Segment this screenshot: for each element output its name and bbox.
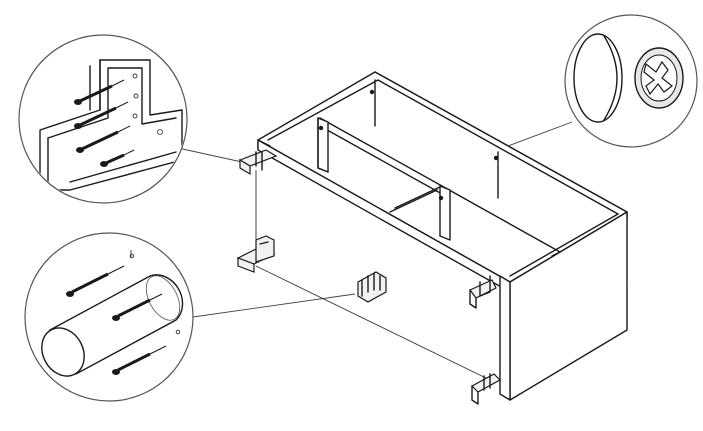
screw-icon bbox=[112, 345, 167, 375]
screw-icon bbox=[112, 293, 163, 321]
screw-icon bbox=[74, 101, 129, 129]
cabinet-right-edge bbox=[499, 275, 511, 401]
screw-icon bbox=[100, 149, 135, 167]
detail-top-left bbox=[18, 34, 188, 204]
cover-cap-icon bbox=[573, 33, 623, 123]
detail-top-right bbox=[564, 14, 698, 148]
cabinet-divider-right bbox=[439, 185, 451, 241]
leader-line-top-left bbox=[177, 147, 243, 163]
bracket-right-mid bbox=[469, 275, 497, 309]
screw-icon bbox=[76, 125, 131, 153]
detail-left bbox=[24, 232, 194, 402]
screw-icon bbox=[66, 265, 125, 297]
dowel-bracket-center bbox=[357, 271, 387, 303]
cam-lock-icon bbox=[634, 47, 684, 109]
bracket-bottom-right bbox=[471, 373, 501, 405]
bracket-top-left bbox=[238, 149, 278, 176]
leader-line-left bbox=[185, 293, 356, 319]
cabinet-divider-left bbox=[317, 117, 329, 173]
screw-icon bbox=[74, 79, 125, 105]
bracket-left-mid bbox=[236, 235, 276, 273]
cabinet bbox=[257, 71, 628, 401]
